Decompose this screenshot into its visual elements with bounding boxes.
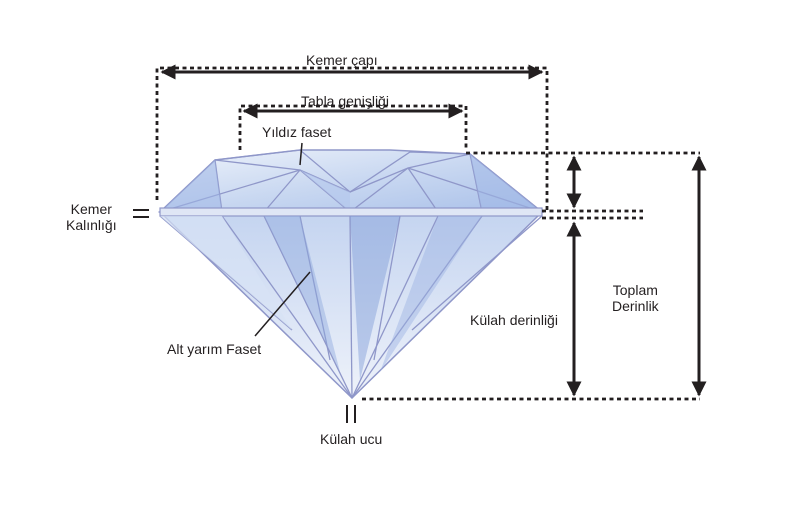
- indicator-marks: [133, 209, 356, 423]
- diamond-illustration: [158, 149, 545, 400]
- dimension-arrows: [160, 64, 707, 397]
- star-facet-label: Yıldız faset: [262, 124, 332, 140]
- pavilion-depth-label: Külah derinliği: [470, 312, 558, 328]
- dimension-guides: [155, 66, 700, 401]
- table-width-label: Tabla genişliği: [301, 93, 389, 109]
- leader-lines: [254, 142, 311, 337]
- girdle-band: [159, 207, 543, 217]
- girdle-thickness-label: Kemer Kalınlığı: [66, 201, 117, 234]
- total-depth-label: Toplam Derinlik: [612, 282, 659, 315]
- culet-label: Külah ucu: [320, 431, 383, 447]
- lower-half-facet-label: Alt yarım Faset: [167, 341, 262, 357]
- girdle-diameter-label: Kemer çapı: [306, 52, 378, 68]
